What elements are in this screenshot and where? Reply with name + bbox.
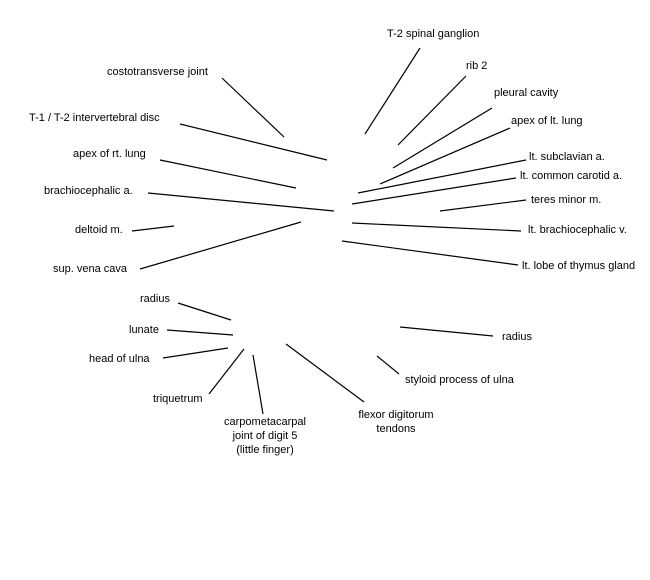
- label-lt-subclavian: lt. subclavian a.: [529, 151, 605, 163]
- label-lt-lobe-thymus: lt. lobe of thymus gland: [522, 260, 636, 272]
- leader-triquetrum: [208, 348, 245, 395]
- label-lt-common-carotid: lt. common carotid a.: [520, 170, 623, 182]
- leader-radius-upper: [177, 302, 232, 321]
- leader-lt-lobe-thymus: [341, 240, 519, 266]
- leader-lt-common-carotid: [351, 177, 517, 205]
- label-t2-spinal-ganglion: T-2 spinal ganglion: [387, 28, 480, 40]
- label-costotransverse-joint: costotransverse joint: [107, 66, 208, 78]
- label-flexor-tendons: flexor digitorum tendons: [358, 408, 433, 436]
- label-rib-2: rib 2: [466, 60, 488, 72]
- leader-t1-t2-disc: [179, 123, 328, 161]
- label-teres-minor: teres minor m.: [531, 194, 602, 206]
- label-lt-brachiocephalic-v: lt. brachiocephalic v.: [528, 224, 627, 236]
- leader-head-of-ulna: [162, 347, 229, 359]
- leader-rib-2: [397, 75, 467, 146]
- leader-lt-brachiocephalic-v: [351, 222, 522, 232]
- label-triquetrum: triquetrum: [153, 393, 203, 405]
- leader-flexor-tendons: [285, 343, 365, 403]
- label-cmc-line3: (little finger): [236, 444, 294, 456]
- label-radius-right: radius: [502, 331, 532, 343]
- leader-apex-rt-lung: [159, 159, 297, 189]
- label-pleural-cavity: pleural cavity: [494, 87, 559, 99]
- label-brachiocephalic-a: brachiocephalic a.: [44, 185, 133, 197]
- label-radius-upper: radius: [140, 293, 170, 305]
- label-head-of-ulna: head of ulna: [89, 353, 150, 365]
- leader-apex-lt-lung: [379, 127, 511, 185]
- label-styloid-ulna: styloid process of ulna: [405, 374, 514, 386]
- label-t1-t2-disc: T-1 / T-2 intervertebral disc: [29, 112, 160, 124]
- leader-lunate: [166, 329, 234, 336]
- label-cmc-line1: carpometacarpal: [224, 416, 306, 428]
- label-flexor-line1: flexor digitorum: [358, 409, 434, 421]
- label-apex-lt-lung: apex of lt. lung: [511, 115, 583, 127]
- leader-pleural-cavity: [392, 107, 493, 169]
- label-deltoid: deltoid m.: [75, 224, 123, 236]
- label-sup-vena-cava: sup. vena cava: [53, 263, 127, 275]
- leader-t2-spinal-ganglion: [364, 47, 421, 135]
- label-cmc-joint: carpometacarpal joint of digit 5 (little…: [224, 415, 306, 457]
- leader-styloid-ulna: [376, 355, 400, 375]
- label-lunate: lunate: [129, 324, 159, 336]
- leader-deltoid: [131, 225, 175, 232]
- label-flexor-line2: tendons: [376, 423, 416, 435]
- leader-lt-subclavian: [357, 159, 527, 194]
- leader-sup-vena-cava: [139, 221, 302, 270]
- leader-brachiocephalic-a: [147, 192, 335, 212]
- leader-costotransverse-joint: [221, 77, 285, 138]
- leader-radius-right: [399, 326, 494, 337]
- leader-teres-minor: [439, 199, 527, 212]
- label-cmc-line2: joint of digit 5: [232, 430, 298, 442]
- leader-cmc-joint: [252, 354, 264, 415]
- label-apex-rt-lung: apex of rt. lung: [73, 148, 146, 160]
